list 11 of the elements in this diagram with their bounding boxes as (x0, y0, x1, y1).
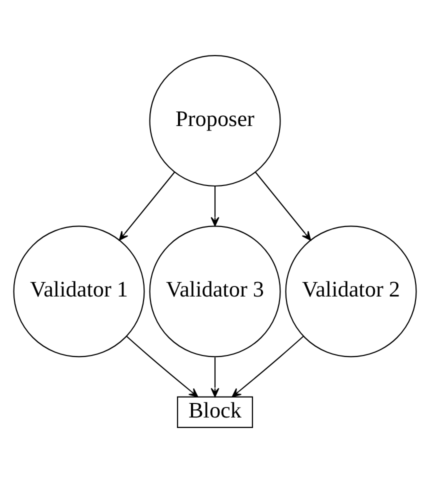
arrow (210, 186, 220, 226)
arrow (255, 171, 312, 240)
node-circle: Validator 2 (285, 225, 417, 357)
arrow (210, 356, 220, 397)
node-circle: Proposer (149, 54, 281, 186)
node-circle: Validator 3 (149, 225, 281, 357)
arrow (118, 171, 175, 240)
node-circle: Validator 1 (13, 225, 145, 357)
arrow (126, 335, 198, 397)
arrow (232, 335, 304, 397)
node-box: Block (176, 396, 254, 428)
